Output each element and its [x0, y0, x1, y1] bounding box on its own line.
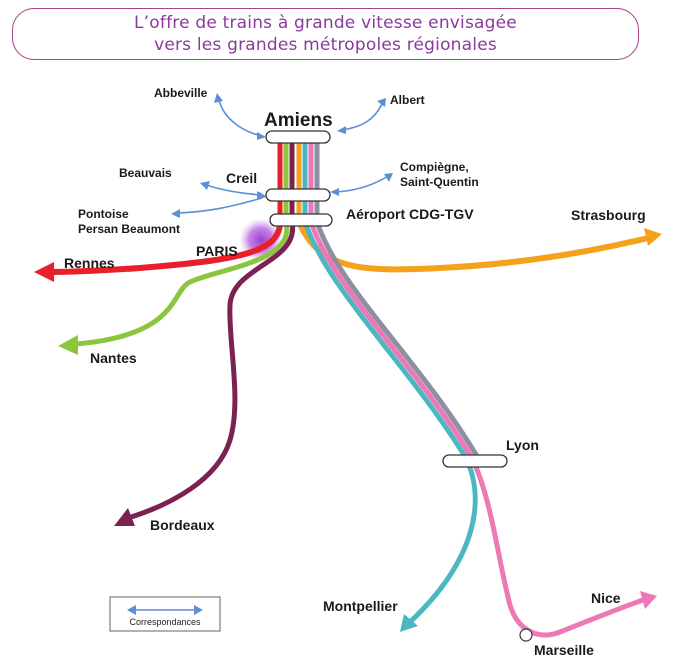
label-compiegne-2: Saint-Quentin — [400, 175, 479, 189]
title-line-2: vers les grandes métropoles régionales — [154, 35, 497, 55]
label-strasbourg: Strasbourg — [571, 207, 646, 223]
station-bar-lyon — [442, 454, 508, 468]
legend-label: Correspondances — [129, 617, 201, 627]
label-beauvais: Beauvais — [119, 166, 172, 180]
arrow-strasbourg — [644, 228, 662, 246]
route-strasbourg — [296, 219, 651, 273]
connection-arrows — [175, 99, 389, 214]
title-line-1: L’offre de trains à grande vitesse envis… — [134, 13, 517, 33]
arrow-rennes — [34, 262, 54, 282]
label-amiens: Amiens — [264, 110, 333, 131]
route-rennes — [49, 219, 283, 275]
station-bar-cdg — [269, 213, 333, 227]
arrow-compiegne — [334, 175, 389, 193]
route-marseille — [308, 219, 646, 638]
route-nantes — [73, 219, 290, 347]
arrow-bordeaux — [114, 508, 135, 526]
connection-arrowheads — [171, 93, 393, 218]
station-bar-creil — [265, 188, 331, 202]
label-bordeaux: Bordeaux — [150, 517, 215, 533]
label-rennes: Rennes — [64, 255, 115, 271]
label-creil: Creil — [226, 170, 257, 186]
trunk-bundle — [277, 132, 320, 225]
arrow-beauvais — [205, 184, 263, 196]
arrow-albert — [341, 103, 383, 131]
label-lyon: Lyon — [506, 437, 539, 453]
arrow-abbeville — [218, 99, 263, 137]
arrow-pontoise — [175, 197, 263, 214]
label-pontoise-1: Pontoise — [78, 207, 129, 221]
label-nice: Nice — [591, 590, 621, 606]
label-montpellier: Montpellier — [323, 598, 398, 614]
label-pontoise-2: Persan Beaumont — [78, 222, 180, 236]
arrow-nantes — [58, 335, 78, 355]
route-montpellier — [302, 219, 478, 625]
route-bordeaux — [125, 219, 296, 521]
label-compiegne-1: Compiègne, — [400, 160, 469, 174]
label-albert: Albert — [390, 93, 425, 107]
arrow-montpellier — [400, 614, 418, 632]
route-grey — [314, 219, 481, 461]
label-marseille: Marseille — [534, 642, 594, 658]
label-abbeville: Abbeville — [154, 86, 208, 100]
legend: Correspondances — [109, 596, 221, 632]
label-cdg: Aéroport CDG-TGV — [346, 206, 474, 222]
station-bar-amiens — [265, 130, 331, 144]
title-banner: L’offre de trains à grande vitesse envis… — [12, 8, 639, 60]
label-paris: PARIS — [196, 243, 238, 259]
station-marseille — [519, 628, 533, 642]
label-nantes: Nantes — [90, 350, 137, 366]
arrow-nice — [640, 591, 657, 609]
